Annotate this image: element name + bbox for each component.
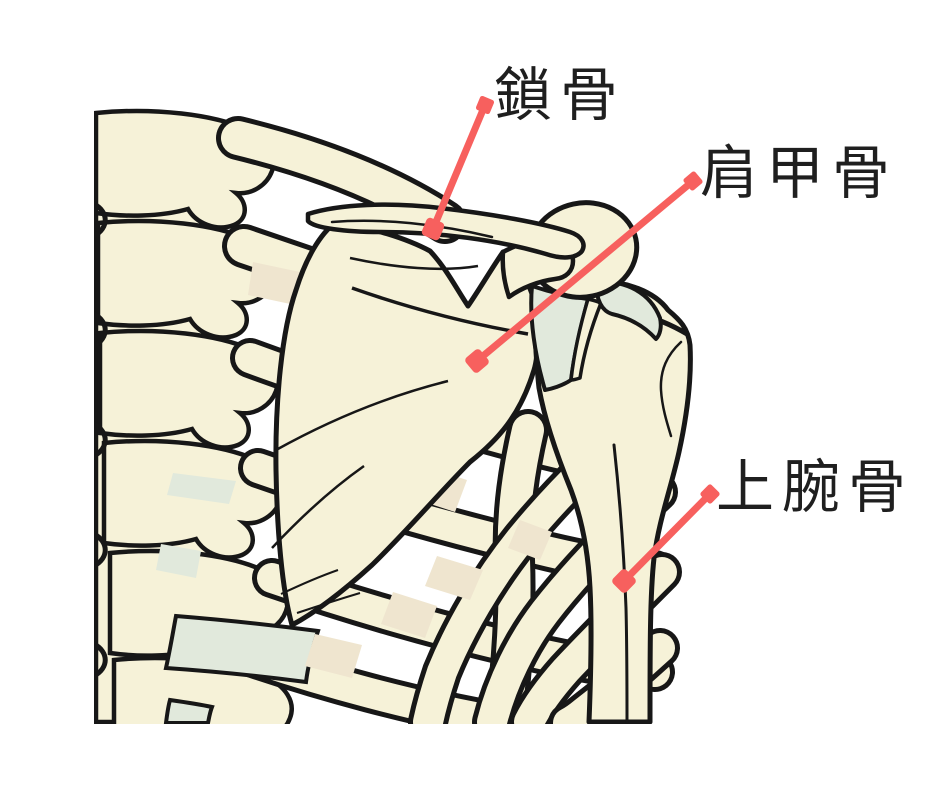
label-clavicle: 鎖骨: [494, 61, 627, 129]
leader-end-marker: [612, 569, 636, 593]
leader-end-marker: [421, 217, 445, 241]
rib-shading-patches: [305, 468, 552, 678]
label-scapula: 肩甲骨: [700, 139, 899, 207]
leader-end-marker: [465, 349, 489, 373]
bottom-crop-mask: [0, 724, 940, 788]
scapula-bone: [271, 219, 541, 628]
leader-start-marker: [475, 95, 495, 115]
leader-scapula: [465, 171, 703, 373]
costal-cartilage-patches: [156, 262, 321, 725]
leader-start-marker: [683, 171, 703, 191]
leader-start-marker: [700, 484, 720, 504]
clavicle-bone: [305, 202, 586, 260]
leader-clavicle: [421, 95, 495, 241]
humerus-detail-lines: [612, 340, 683, 724]
left-crop-mask: [0, 0, 94, 788]
leader-humerus: [612, 484, 720, 593]
label-humerus: 上腕骨: [716, 453, 915, 521]
